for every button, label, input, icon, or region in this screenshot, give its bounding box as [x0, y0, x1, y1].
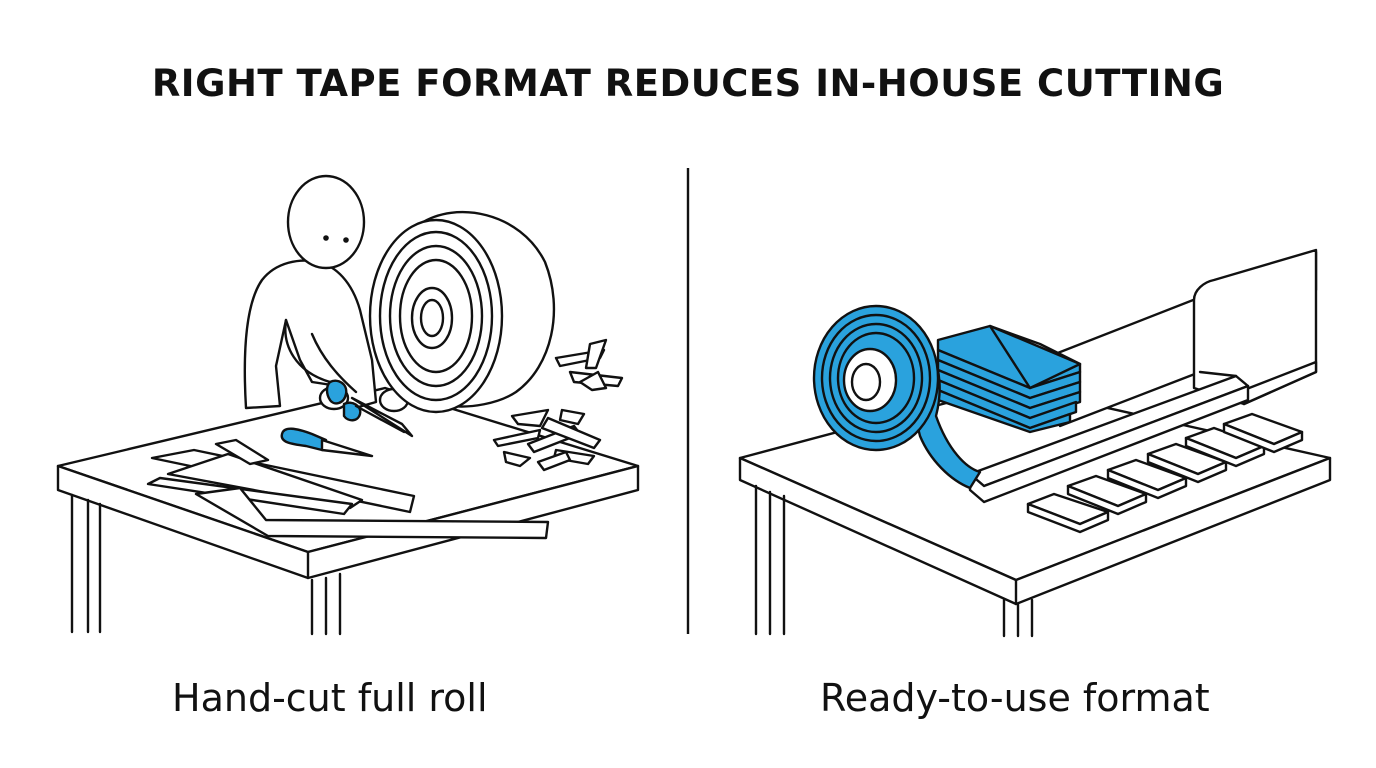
worker-head: [286, 174, 366, 270]
worker-eye-left: [323, 235, 329, 241]
tape-scraps: [492, 338, 624, 472]
left-panel-caption: Hand-cut full roll: [172, 676, 488, 720]
right-panel-caption: Ready-to-use format: [820, 676, 1210, 720]
full-tape-roll: [368, 210, 556, 414]
precut-stack: [936, 324, 1082, 434]
left-panel-illustration: [56, 174, 640, 636]
blue-tape-roll: [812, 304, 982, 490]
scissors-icon: [325, 379, 414, 438]
tape-dispenser-machine: [968, 248, 1318, 504]
ready-to-use-pieces: [1026, 412, 1304, 534]
hand-cut-strips: [146, 438, 550, 540]
left-table: [56, 386, 640, 636]
utility-knife-icon: [280, 427, 374, 458]
worker-eye-right: [343, 237, 349, 243]
diagram-title: RIGHT TAPE FORMAT REDUCES IN-HOUSE CUTTI…: [151, 62, 1225, 105]
right-panel-illustration: [738, 248, 1332, 638]
